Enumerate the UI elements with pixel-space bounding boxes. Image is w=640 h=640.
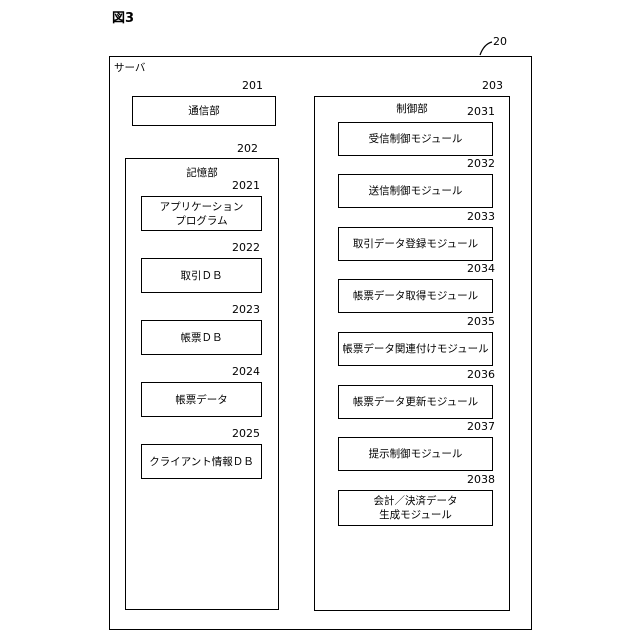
- module-ref: 2033: [467, 211, 495, 223]
- storage-item-ref: 2021: [232, 180, 260, 192]
- comm-label: 通信部: [188, 104, 220, 118]
- server-label: サーバ: [114, 60, 145, 75]
- storage-item-label: 帳票データ: [175, 393, 228, 407]
- module-ref: 2038: [467, 474, 495, 486]
- module-ref: 2034: [467, 263, 495, 275]
- module-ref: 2031: [467, 106, 495, 118]
- module-label: 送信制御モジュール: [369, 184, 463, 198]
- module-accounting-settlement-generate: 会計／決済データ 生成モジュール: [338, 490, 493, 526]
- storage-item-ref: 2022: [232, 242, 260, 254]
- leader-20: [480, 42, 492, 55]
- storage-item-label-2: プログラム: [175, 214, 227, 228]
- module-ref: 2035: [467, 316, 495, 328]
- storage-item-label: クライアント情報ＤＢ: [149, 455, 254, 469]
- module-presentation-control: 提示制御モジュール: [338, 437, 493, 471]
- module-label: 帳票データ更新モジュール: [353, 395, 478, 409]
- module-label: 帳票データ取得モジュール: [353, 289, 478, 303]
- module-label: 会計／決済データ: [374, 494, 458, 508]
- module-ref: 2032: [467, 158, 495, 170]
- module-ref: 2036: [467, 369, 495, 381]
- server-ref: 20: [493, 36, 507, 48]
- module-receive-control: 受信制御モジュール: [338, 122, 493, 156]
- comm-ref: 201: [242, 80, 263, 92]
- storage-item-label: 帳票ＤＢ: [181, 331, 223, 345]
- control-ref: 203: [482, 80, 503, 92]
- comm-box: 通信部: [132, 96, 276, 126]
- storage-item-form-data: 帳票データ: [141, 382, 262, 417]
- module-label: 帳票データ関連付けモジュール: [342, 342, 488, 356]
- storage-item-label: アプリケーション: [160, 200, 244, 214]
- storage-item-label: 取引ＤＢ: [181, 269, 223, 283]
- storage-item-app-program: アプリケーション プログラム: [141, 196, 262, 231]
- module-label: 提示制御モジュール: [369, 447, 463, 461]
- storage-item-transaction-db: 取引ＤＢ: [141, 258, 262, 293]
- module-label: 受信制御モジュール: [369, 132, 463, 146]
- module-form-data-update: 帳票データ更新モジュール: [338, 385, 493, 419]
- module-label-2: 生成モジュール: [379, 508, 452, 522]
- storage-item-ref: 2023: [232, 304, 260, 316]
- storage-ref: 202: [237, 143, 258, 155]
- module-form-data-associate: 帳票データ関連付けモジュール: [338, 332, 493, 366]
- storage-item-form-db: 帳票ＤＢ: [141, 320, 262, 355]
- module-transaction-register: 取引データ登録モジュール: [338, 227, 493, 261]
- storage-item-client-info-db: クライアント情報ＤＢ: [141, 444, 262, 479]
- module-send-control: 送信制御モジュール: [338, 174, 493, 208]
- module-label: 取引データ登録モジュール: [353, 237, 478, 251]
- module-form-data-acquire: 帳票データ取得モジュール: [338, 279, 493, 313]
- storage-label: 記憶部: [126, 165, 278, 180]
- module-ref: 2037: [467, 421, 495, 433]
- storage-item-ref: 2025: [232, 428, 260, 440]
- storage-item-ref: 2024: [232, 366, 260, 378]
